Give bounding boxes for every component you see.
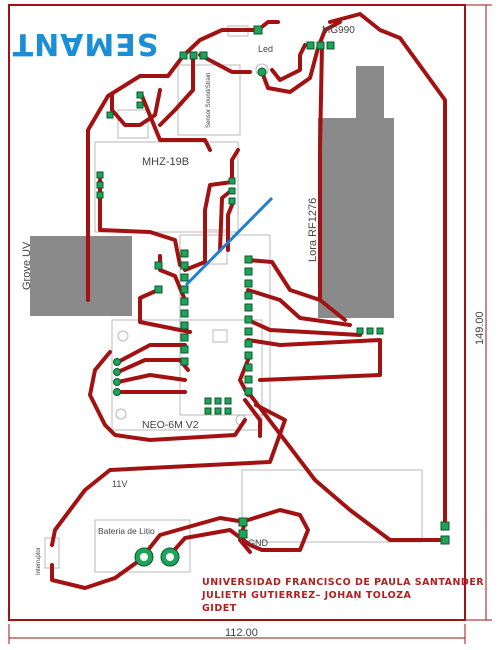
- width-dimension-label: 112.00: [225, 627, 258, 639]
- lora-module-body: [318, 118, 394, 318]
- mount-hole-1: [117, 330, 129, 342]
- copper-traces: [50, 12, 447, 590]
- net-gnd-label: GND: [248, 538, 269, 548]
- credit-group: GIDET: [202, 603, 237, 614]
- switch-label: Interruptor: [36, 547, 42, 575]
- small-box-outline: [117, 109, 149, 139]
- mg990-label: MG990: [322, 25, 355, 36]
- credit-authors: JULIETH GUTIERREZ– JOHAN TOLOZA: [201, 590, 412, 601]
- grove-label: Grove UV: [21, 241, 33, 290]
- regulator-outline: [241, 469, 423, 543]
- neo-label: NEO-6M V2: [142, 419, 199, 431]
- height-dimension: 149.00: [466, 4, 492, 621]
- grove-uv-module: [30, 236, 132, 316]
- height-dimension-label: 149.00: [474, 311, 486, 345]
- led-label: Led: [258, 44, 273, 54]
- width-dimension: 112.00: [8, 624, 466, 644]
- sensor-outline: [177, 64, 241, 136]
- mcu-outline: [179, 234, 271, 416]
- logo-text: SEMANT: [12, 26, 159, 61]
- pads: [96, 25, 450, 567]
- lora-label: Lora RF1276: [307, 198, 319, 262]
- mhz-label: MHZ-19B: [142, 156, 189, 168]
- jumper-wire: [184, 196, 274, 287]
- mount-hole-2: [115, 408, 127, 420]
- small-chip-outline: [212, 329, 228, 343]
- sensor-label: Sensor Sound/Strain: [206, 73, 212, 128]
- net-11v-label: 11V: [112, 479, 127, 489]
- credit-university: UNIVERSIDAD FRANCISCO DE PAULA SANTANDER: [202, 577, 484, 588]
- lora-antenna-block: [356, 66, 384, 126]
- neo-outline: [111, 319, 263, 431]
- battery-outline: [94, 519, 191, 573]
- battery-label: Bateria de Litio: [98, 526, 155, 536]
